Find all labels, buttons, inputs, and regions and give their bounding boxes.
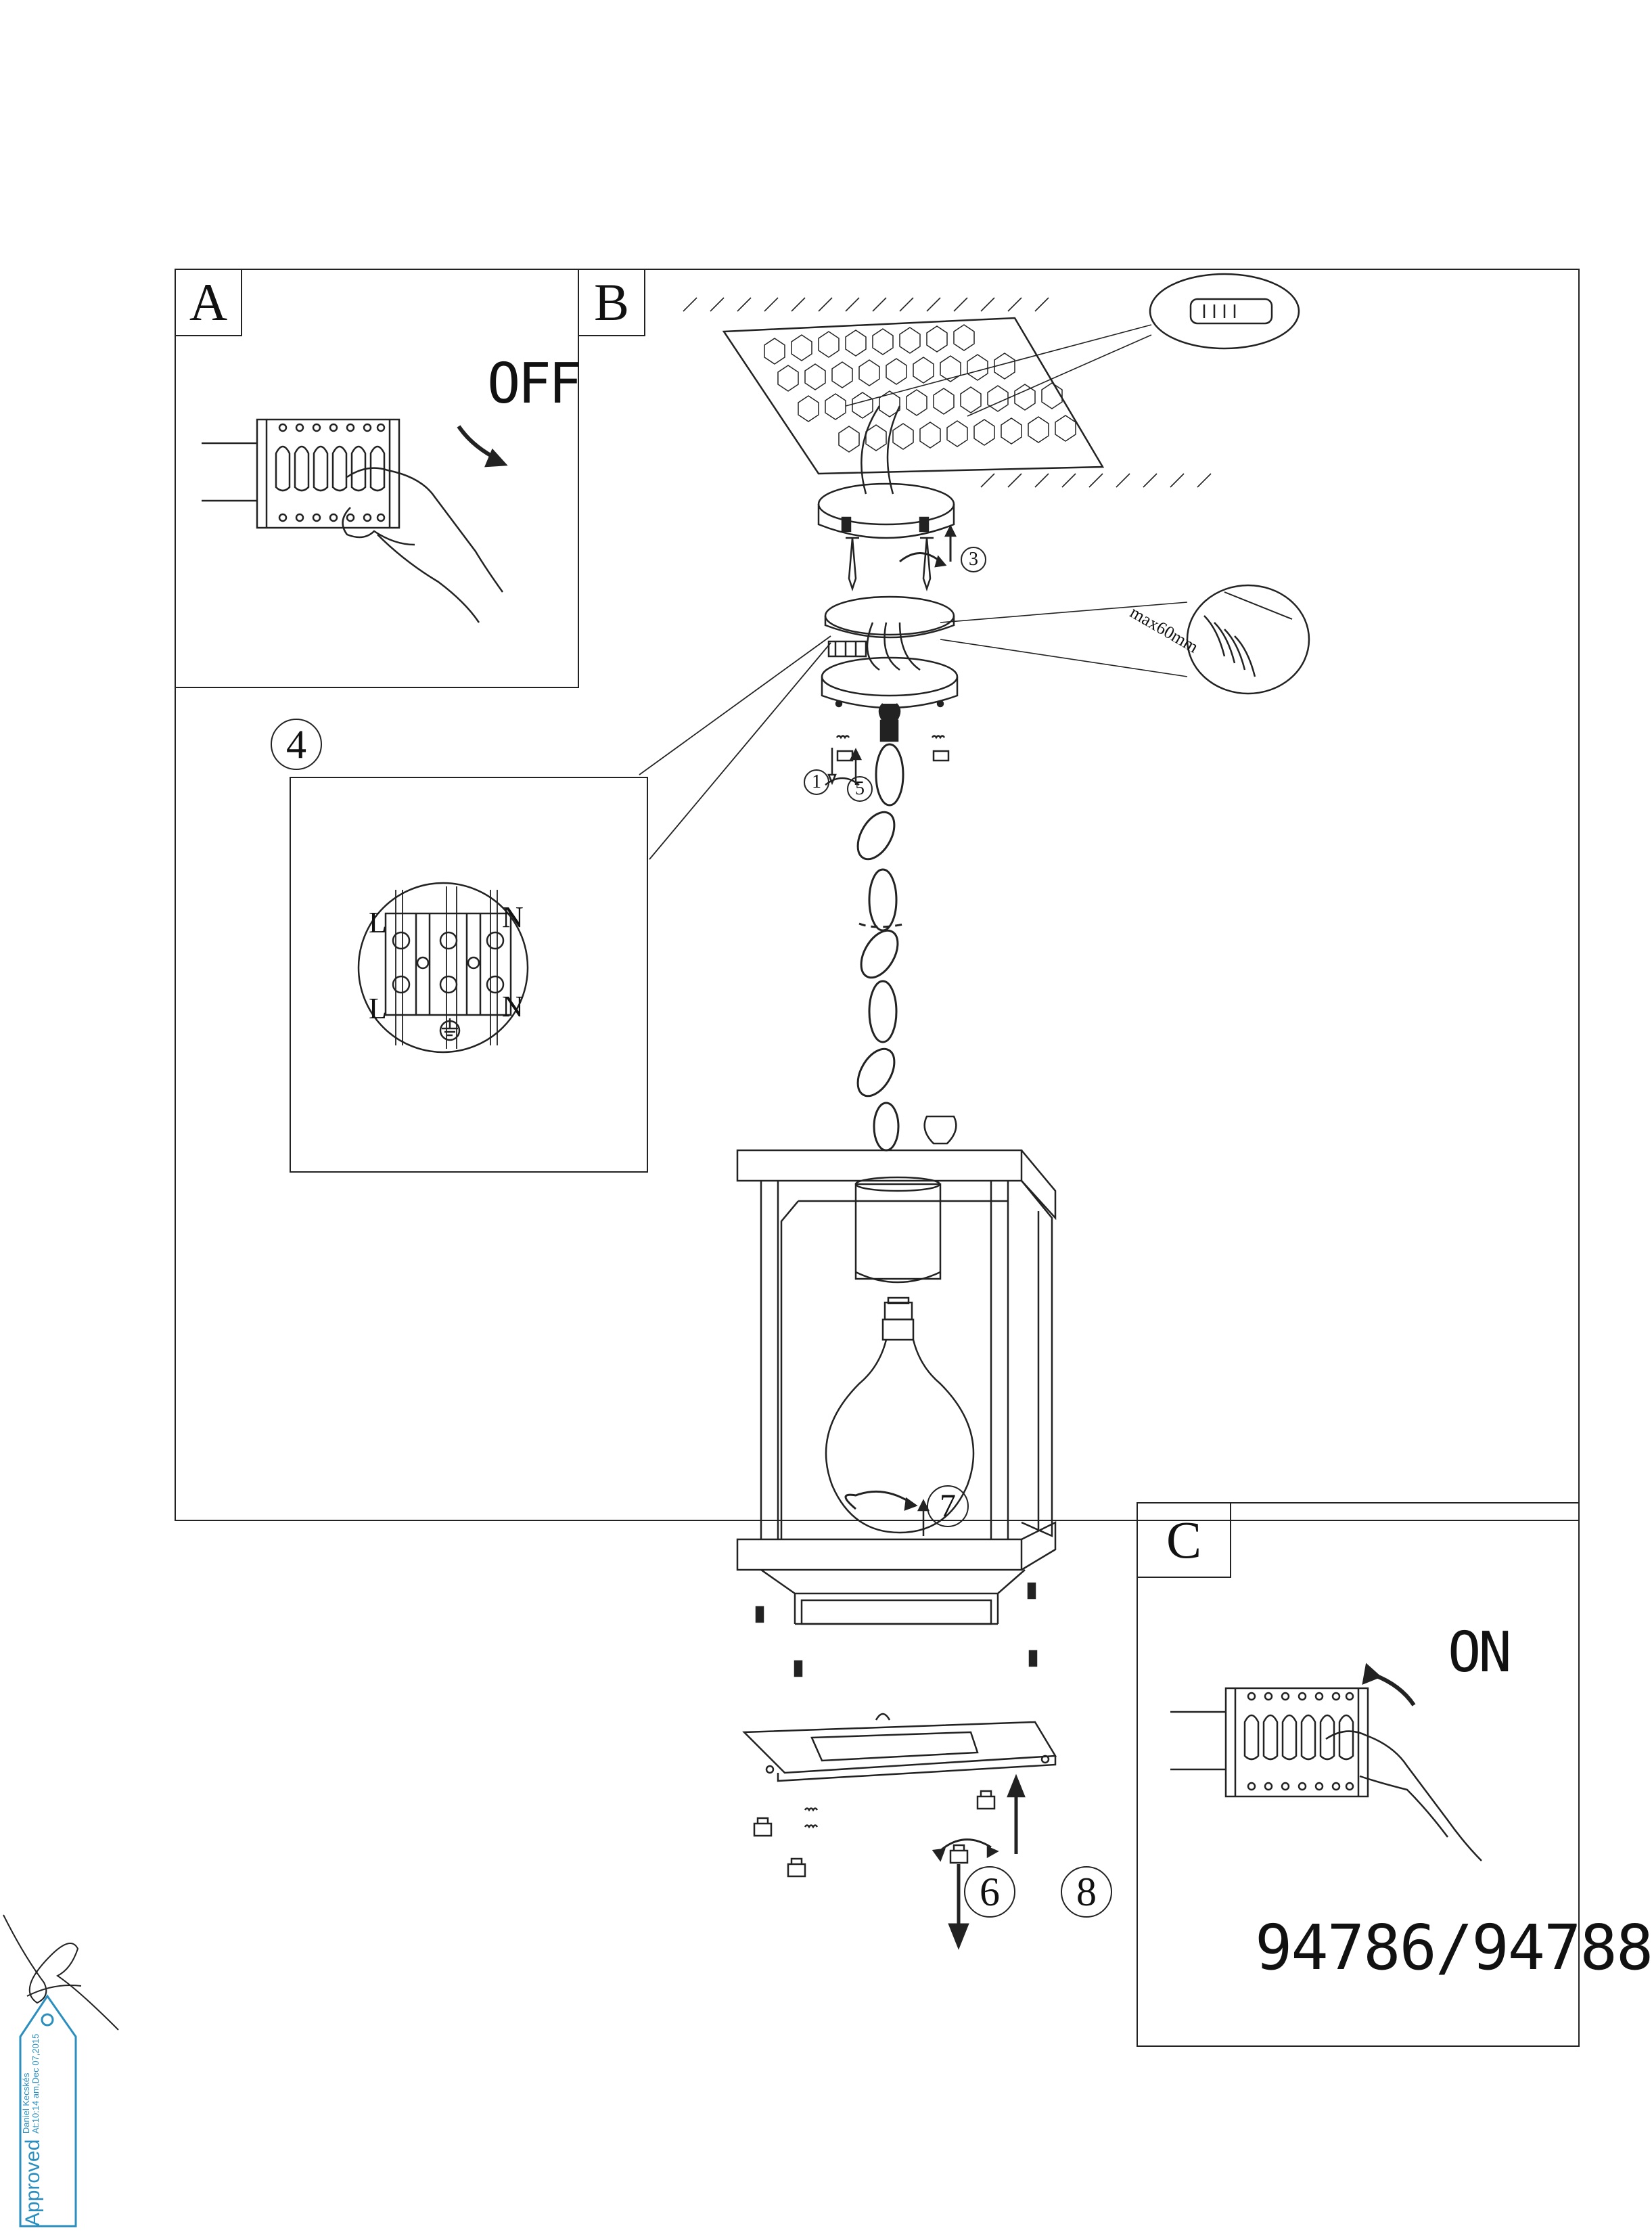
cable-length-callout (1186, 584, 1310, 695)
terminal-screws (392, 931, 505, 994)
screw-row-bottom-on (1247, 1782, 1354, 1791)
stamp-name: Daniel Kecskés (21, 2073, 31, 2134)
step-4: 4 (271, 719, 322, 770)
terminal-label-n-bottom: N (502, 990, 524, 1023)
bottom-plate (742, 1721, 1057, 1774)
terminal-label-l-top: L (369, 906, 387, 939)
panel-b-label: B (578, 269, 645, 336)
stamp-date: At:10:14 am,Dec 07,2015 (30, 2033, 41, 2134)
approval-stamp: Approved Daniel Kecskés At:10:14 am,Dec … (14, 1989, 83, 2233)
panel-a-frame (175, 269, 579, 688)
terminal-block (384, 912, 512, 1016)
stamp-text-group: Approved Daniel Kecskés At:10:14 am,Dec … (21, 2003, 45, 2226)
terminal-label-n-top: N (502, 901, 524, 934)
ceiling-canopy-top (817, 482, 955, 526)
model-number: 94786/94788 (1255, 1912, 1652, 1984)
screw-row-bottom (278, 513, 386, 522)
light-bulb (825, 1296, 975, 1534)
step-8: 8 (1061, 1866, 1112, 1918)
breaker-box-on (1170, 1663, 1482, 1861)
down-arrow-step-6 (948, 1864, 969, 1950)
step-5: 5 (847, 776, 873, 802)
main-frame (175, 269, 1580, 1521)
screw-row-top (278, 423, 386, 432)
mounting-bracket (824, 595, 955, 636)
terminal-block-small (827, 640, 867, 658)
screw-row-top-on (1247, 1692, 1354, 1701)
step-3: 3 (961, 547, 986, 572)
earth-symbol (442, 1018, 458, 1037)
wall-plug-callout (1149, 273, 1300, 350)
switch-on-text: ON (1448, 1621, 1512, 1685)
wiring-detail-leader (639, 635, 831, 860)
stamp-outline (19, 1994, 77, 2227)
switch-off-text: OFF (487, 352, 582, 416)
signature (3, 1914, 119, 2031)
ceiling-mount-diagram (683, 273, 1310, 1152)
lantern-bottom-frame (736, 1538, 1023, 1571)
terminal-block-detail (357, 882, 529, 1054)
step-6: 6 (964, 1866, 1015, 1918)
lantern-top-frame (736, 1149, 1023, 1182)
screw-left (846, 537, 859, 591)
bottom-nuts (753, 1790, 996, 1878)
stamp-status: Approved (22, 2139, 44, 2226)
wall-plug (1189, 298, 1273, 325)
bottom-plate-assembly (742, 1713, 1057, 1878)
step-1: 1 (804, 769, 829, 795)
lamp-socket (854, 1183, 942, 1280)
ceiling-hatch (683, 297, 1212, 488)
panel-c-frame (1137, 1502, 1580, 2047)
chain (856, 743, 907, 1152)
screw-right (920, 537, 934, 591)
terminal-label-l-bottom: L (369, 992, 387, 1025)
breaker-box-off (202, 418, 508, 623)
step-7: 7 (927, 1485, 969, 1527)
panel-c-label: C (1137, 1502, 1231, 1578)
ceiling-plate (722, 317, 1105, 475)
honeycomb (764, 324, 1076, 453)
lantern-body (736, 1115, 1057, 1677)
panel-a-label: A (175, 269, 242, 336)
wiring-detail-frame (290, 777, 648, 1173)
